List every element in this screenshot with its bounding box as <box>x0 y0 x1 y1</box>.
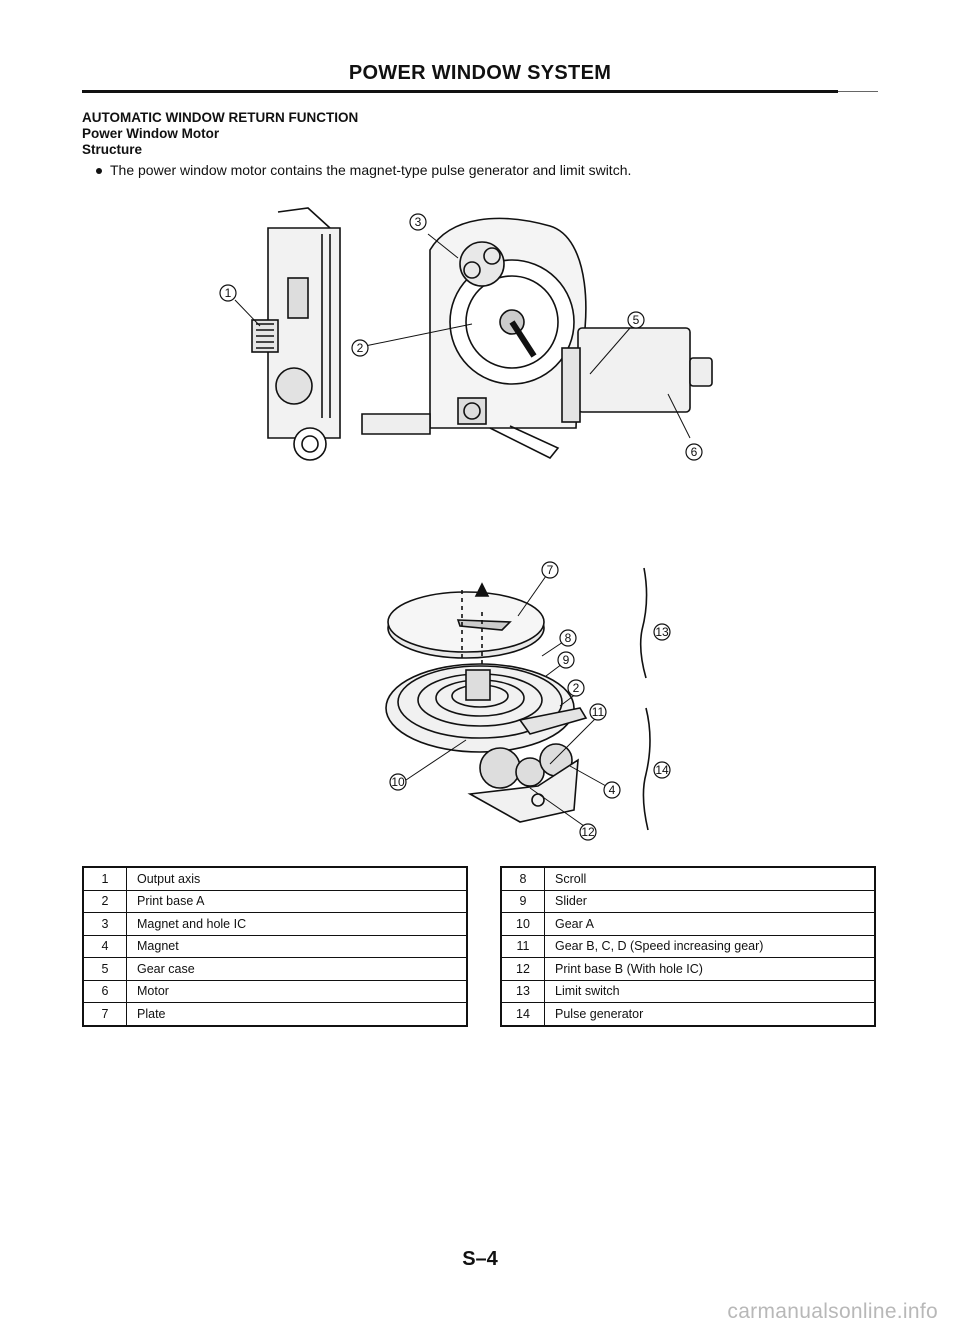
motor-assembly-figure: 1 2 3 5 6 <box>219 207 713 461</box>
subsection-heading: Power Window Motor <box>82 126 220 141</box>
legend-label: Scroll <box>544 866 876 891</box>
legend-label: Output axis <box>126 866 468 891</box>
watermark: carmanualsonline.info <box>727 1300 938 1323</box>
legend-number: 13 <box>500 979 545 1003</box>
callout-2: 2 <box>357 341 364 355</box>
callout-14: 14 <box>655 763 669 777</box>
callout-12: 12 <box>581 825 595 839</box>
callout-6: 6 <box>691 445 698 459</box>
callout-4: 4 <box>609 783 616 797</box>
legend-number: 10 <box>500 912 545 936</box>
legend-number: 5 <box>82 957 127 981</box>
page-number: S–4 <box>462 1248 498 1270</box>
legend-number: 14 <box>500 1002 545 1026</box>
legend-number: 9 <box>500 889 545 913</box>
callout-3: 3 <box>415 215 422 229</box>
callout-5: 5 <box>633 313 640 327</box>
legend-label: Print base A <box>126 889 468 913</box>
legend-label: Gear case <box>126 957 468 981</box>
legend-label: Pulse generator <box>544 1002 876 1026</box>
callout-2b: 2 <box>573 681 580 695</box>
figure2-callouts: 7 8 9 2 11 10 4 12 13 14 <box>389 561 671 841</box>
legend-number: 11 <box>500 934 545 958</box>
legend-number: 8 <box>500 866 545 891</box>
callout-8: 8 <box>565 631 572 645</box>
bullet-text: The power window motor contains the magn… <box>96 162 631 178</box>
legend-label: Slider <box>544 889 876 913</box>
exploded-view-figure: 7 8 9 2 11 10 4 12 13 14 <box>385 561 671 841</box>
callout-1: 1 <box>225 286 232 300</box>
callout-7: 7 <box>547 563 554 577</box>
callout-11: 11 <box>592 705 605 719</box>
callout-9: 9 <box>563 653 570 667</box>
section-heading: AUTOMATIC WINDOW RETURN FUNCTION <box>82 110 359 125</box>
legend-label: Magnet <box>126 934 468 958</box>
callout-13: 13 <box>655 625 669 639</box>
legend-label: Plate <box>126 1002 468 1026</box>
legend-number: 7 <box>82 1002 127 1026</box>
legend-label: Magnet and hole IC <box>126 912 468 936</box>
legend-label: Gear A <box>544 912 876 936</box>
legend-number: 2 <box>82 889 127 913</box>
header-rule <box>82 90 838 93</box>
legend-number: 4 <box>82 934 127 958</box>
legend-number: 3 <box>82 912 127 936</box>
legend-number: 1 <box>82 866 127 891</box>
legend-label: Motor <box>126 979 468 1003</box>
legend-number: 6 <box>82 979 127 1003</box>
structure-heading: Structure <box>82 142 143 157</box>
legend-label: Print base B (With hole IC) <box>544 957 876 981</box>
bullet-dot <box>96 168 102 175</box>
page-header-title: POWER WINDOW SYSTEM <box>348 62 612 84</box>
legend-label: Limit switch <box>544 979 876 1003</box>
bullet-label: The power window motor contains the magn… <box>110 162 632 178</box>
figure1-callouts: 1 2 3 5 6 <box>219 213 703 461</box>
legend-number: 12 <box>500 957 545 981</box>
callout-10: 10 <box>391 775 405 789</box>
header-rule-tail <box>838 91 878 92</box>
legend-label: Gear B, C, D (Speed increasing gear) <box>544 934 876 958</box>
